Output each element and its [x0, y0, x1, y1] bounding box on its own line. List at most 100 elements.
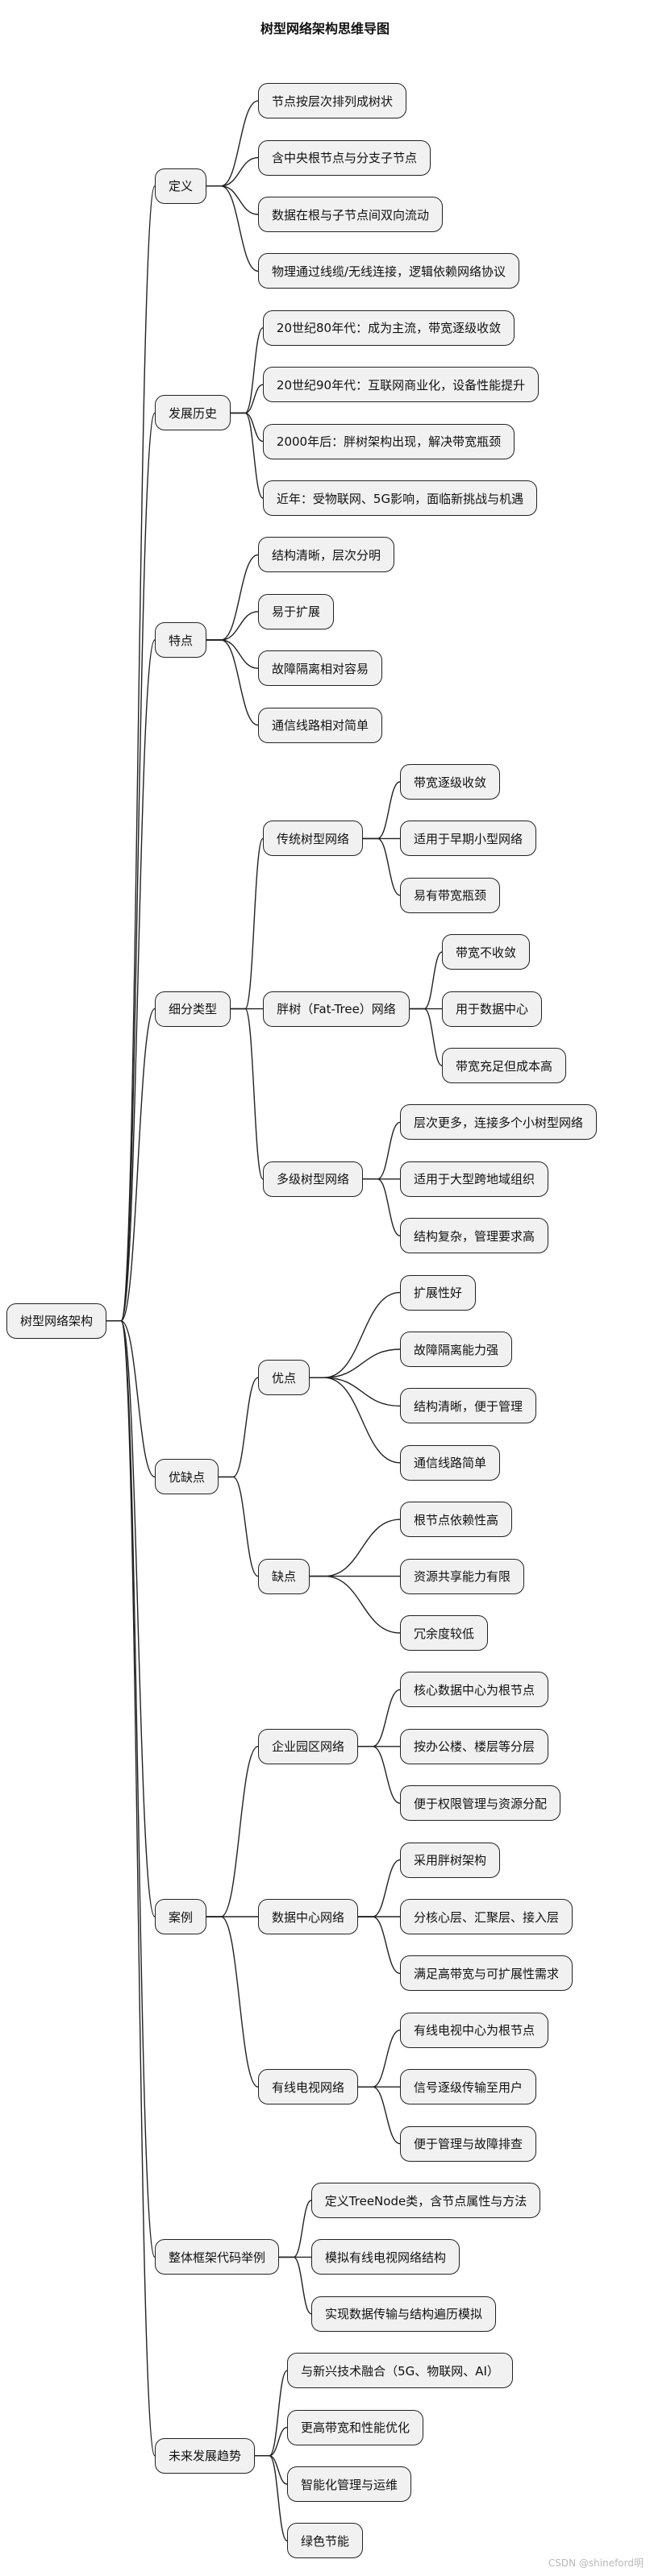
leaf-node: 有线电视中心为根节点	[400, 2012, 548, 2048]
branch-node: 优点	[258, 1360, 310, 1396]
connector-line	[106, 1320, 156, 2457]
leaf-node: 结构清晰，便于管理	[400, 1388, 536, 1424]
leaf-node: 模拟有线电视网络结构	[311, 2239, 460, 2275]
connector-line	[231, 837, 264, 1010]
leaf-node: 定义TreeNode类，含节点属性与方法	[311, 2183, 540, 2218]
connector-line	[358, 1689, 401, 1747]
connector-line	[310, 1377, 401, 1464]
connector-line	[410, 951, 443, 1010]
leaf-node: 通信线路简单	[400, 1444, 500, 1481]
branch-node: 细分类型	[155, 991, 231, 1027]
leaf-node: 物理通过线缆/无线连接，逻辑依赖网络协议	[258, 253, 519, 289]
connector-line	[310, 1575, 401, 1634]
leaf-node: 数据在根与子节点间双向流动	[258, 197, 443, 232]
connector-line	[358, 1859, 401, 1917]
leaf-node: 含中央根节点与分支子节点	[258, 139, 431, 176]
leaf-node: 便于权限管理与资源分配	[400, 1785, 560, 1822]
connector-line	[255, 2455, 288, 2485]
leaf-node: 资源共享能力有限	[400, 1558, 524, 1594]
connector-line	[358, 1746, 401, 1804]
branch-node: 优缺点	[155, 1459, 219, 1495]
connector-line	[363, 837, 401, 896]
leaf-node: 采用胖树架构	[400, 1842, 500, 1878]
connector-line	[358, 1916, 401, 1975]
connector-line	[310, 1291, 401, 1378]
diagram-title: 树型网络架构思维导图	[260, 21, 390, 36]
leaf-node: 故障隔离相对容易	[258, 650, 382, 687]
connector-line	[206, 185, 259, 272]
connector-line	[231, 384, 264, 414]
connector-line	[363, 1178, 401, 1236]
leaf-node: 实现数据传输与结构遍历模拟	[311, 2296, 496, 2332]
connector-line	[255, 2455, 288, 2542]
leaf-node: 层次更多，连接多个小树型网络	[400, 1104, 597, 1141]
leaf-node: 故障隔离能力强	[400, 1332, 512, 1367]
leaf-node: 根节点依赖性高	[400, 1502, 512, 1538]
connector-line	[279, 2256, 312, 2315]
connector-line	[206, 1746, 259, 1917]
connector-line	[363, 781, 401, 840]
branch-node: 企业园区网络	[258, 1728, 358, 1764]
connector-line	[219, 1377, 259, 1478]
leaf-node: 核心数据中心为根节点	[400, 1672, 548, 1708]
watermark: CSDN @shineford明	[548, 2557, 644, 2569]
connector-line	[279, 2200, 312, 2258]
branch-node: 特点	[155, 622, 206, 658]
leaf-node: 结构清晰，层次分明	[258, 537, 394, 573]
branch-node: 定义	[155, 168, 206, 204]
branch-node: 胖树（Fat-Tree）网络	[263, 991, 410, 1027]
connector-line	[231, 327, 264, 414]
leaf-node: 扩展性好	[400, 1274, 476, 1311]
connector-line	[310, 1519, 401, 1577]
connector-line	[358, 2086, 401, 2145]
connector-line	[310, 1377, 401, 1407]
leaf-node: 20世纪80年代：成为主流，带宽逐级收敛	[263, 310, 515, 346]
connector-line	[255, 2370, 288, 2457]
branch-node: 多级树型网络	[263, 1161, 363, 1197]
connector-line	[310, 1348, 401, 1378]
leaf-node: 近年：受物联网、5G影响，面临新挑战与机遇	[263, 480, 537, 516]
leaf-node: 20世纪90年代：互联网商业化，设备性能提升	[263, 367, 539, 403]
connector-line	[219, 1476, 259, 1577]
connector-line	[106, 1008, 156, 1322]
leaf-node: 便于管理与故障排查	[400, 2125, 536, 2162]
branch-node: 发展历史	[155, 395, 231, 431]
leaf-node: 绿色节能	[287, 2523, 363, 2559]
connector-line	[106, 1320, 156, 1478]
branch-node: 未来发展趋势	[155, 2437, 255, 2474]
leaf-node: 通信线路相对简单	[258, 707, 382, 743]
leaf-node: 用于数据中心	[442, 991, 542, 1027]
branch-node: 案例	[155, 1899, 206, 1934]
branch-node: 有线电视网络	[258, 2069, 358, 2105]
branch-node: 整体框架代码举例	[155, 2239, 279, 2275]
leaf-node: 智能化管理与运维	[287, 2466, 411, 2502]
leaf-node: 信号逐级传输至用户	[400, 2069, 536, 2105]
leaf-node: 易有带宽瓶颈	[400, 877, 500, 913]
leaf-node: 带宽充足但成本高	[442, 1048, 566, 1083]
leaf-node: 带宽不收敛	[442, 934, 530, 970]
connector-line	[106, 412, 156, 1322]
connector-line	[410, 1008, 443, 1066]
leaf-node: 结构复杂，管理要求高	[400, 1218, 548, 1254]
leaf-node: 与新兴技术融合（5G、物联网、AI）	[287, 2353, 513, 2389]
leaf-node: 更高带宽和性能优化	[287, 2409, 423, 2445]
connector-line	[106, 1320, 156, 2258]
leaf-node: 带宽逐级收敛	[400, 764, 500, 800]
leaf-node: 适用于大型跨地域组织	[400, 1161, 548, 1197]
connector-line	[106, 185, 156, 1322]
connector-line	[206, 554, 259, 641]
leaf-node: 分核心层、汇聚层、接入层	[400, 1899, 573, 1934]
connector-line	[106, 1320, 156, 1917]
leaf-node: 适用于早期小型网络	[400, 821, 536, 857]
connector-line	[206, 1916, 259, 2088]
connector-line	[231, 1008, 264, 1180]
connector-line	[106, 639, 156, 1322]
leaf-node: 易于扩展	[258, 593, 334, 629]
root-node: 树型网络架构	[6, 1303, 106, 1339]
connector-line	[358, 2030, 401, 2088]
branch-node: 数据中心网络	[258, 1899, 358, 1934]
leaf-node: 按办公楼、楼层等分层	[400, 1728, 548, 1764]
connector-line	[255, 2426, 288, 2457]
leaf-node: 节点按层次排列成树状	[258, 83, 406, 119]
